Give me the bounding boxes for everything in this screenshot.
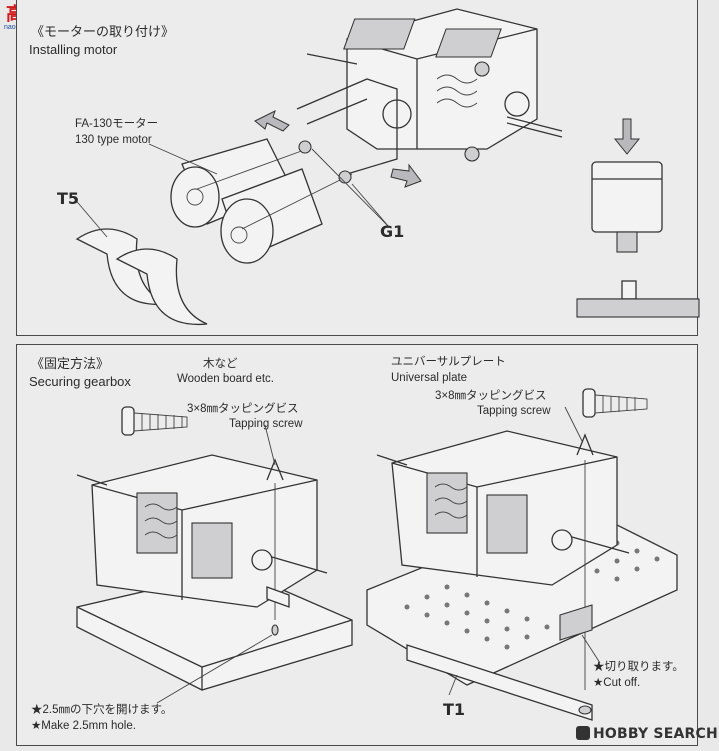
hobby-search-logo-icon bbox=[576, 726, 590, 740]
pinion-gear-icon bbox=[298, 140, 312, 154]
gearbox-illustration-right bbox=[376, 430, 630, 690]
section-title-jp: 《固定方法》 bbox=[31, 356, 110, 371]
part-label-g1: G1 bbox=[380, 222, 405, 241]
universal-plate-label-en: Universal plate bbox=[391, 372, 468, 384]
universal-plate-label-jp: ユニバーサルプレート bbox=[391, 356, 506, 368]
motor-label-en: 130 type motor bbox=[75, 134, 152, 146]
part-label-t5: T5 bbox=[57, 189, 80, 208]
watermark-hobby-search: HOBBY SEARCH bbox=[576, 726, 718, 742]
motor-illustration bbox=[170, 138, 353, 264]
part-t1-illustration bbox=[406, 644, 593, 721]
installing-motor-panel: 《モーターの取り付け》 Installing motor FA-130モーター … bbox=[16, 0, 700, 336]
motor-clip-t5-illustration bbox=[75, 228, 208, 326]
pinion-gear-icon bbox=[338, 170, 352, 184]
section-title-en: Securing gearbox bbox=[29, 374, 131, 389]
pilot-hole-note-jp: ★2.5㎜の下穴を開けます。 bbox=[31, 704, 173, 716]
cut-off-note-jp: ★切り取ります。 bbox=[593, 661, 684, 673]
tapping-screw-illustration bbox=[582, 388, 648, 418]
gearbox-illustration-left bbox=[76, 454, 328, 636]
tapping-screw-illustration bbox=[121, 406, 188, 436]
wooden-board-label-en: Wooden board etc. bbox=[177, 373, 274, 385]
wooden-board-label-jp: 木など bbox=[203, 358, 238, 370]
cut-off-note-en: ★Cut off. bbox=[593, 677, 641, 689]
installing-motor-illustration bbox=[72, 8, 700, 326]
watermark-hobby-search-text: HOBBY SEARCH bbox=[593, 726, 718, 742]
tapping-screw-label-en: Tapping screw bbox=[477, 405, 551, 417]
part-label-t1: T1 bbox=[443, 700, 466, 719]
securing-gearbox-panel: 《固定方法》 Securing gearbox 木など Wooden board… bbox=[16, 344, 698, 746]
motor-label-jp: FA-130モーター bbox=[75, 118, 159, 130]
section-title-en: Installing motor bbox=[29, 42, 118, 57]
pilot-hole-note-en: ★Make 2.5mm hole. bbox=[31, 720, 136, 732]
section-title-jp: 《モーターの取り付け》 bbox=[31, 24, 175, 39]
securing-gearbox-illustration bbox=[76, 388, 678, 721]
pinion-press-inset bbox=[576, 118, 700, 318]
tapping-screw-label-jp: 3×8㎜タッピングビス bbox=[435, 390, 547, 402]
tapping-screw-label-jp: 3×8㎜タッピングビス bbox=[187, 403, 299, 415]
gearbox-illustration-top bbox=[306, 8, 563, 162]
tapping-screw-label-en: Tapping screw bbox=[229, 418, 303, 430]
